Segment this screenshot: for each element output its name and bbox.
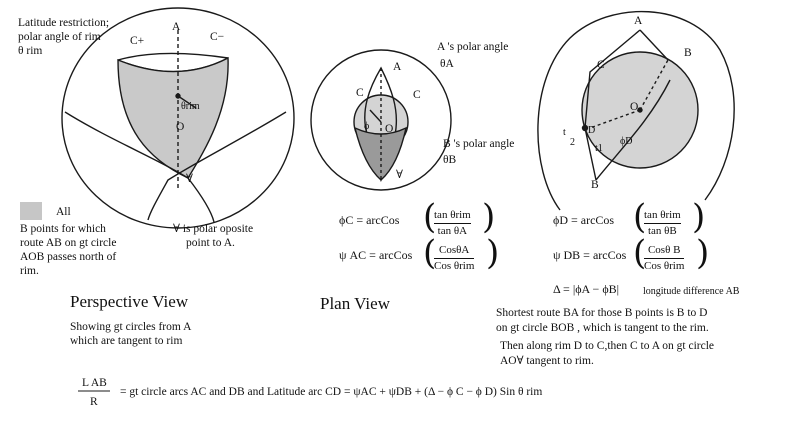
plan-label-c-left: C: [356, 87, 364, 99]
psiac-paren-r: ): [486, 233, 500, 273]
route-label-c: C: [597, 59, 605, 71]
perspective-title: Perspective View: [70, 292, 189, 311]
phic-lhs: ϕC = arcCos: [339, 213, 400, 227]
label-a-persp: A: [172, 21, 181, 33]
route-line-2: on gt circle BOB , which is tangent to t…: [496, 322, 709, 334]
point-d-dot: [581, 124, 589, 132]
legend-line-2: route AB on gt circle: [20, 237, 117, 249]
v-note-line-1: ∀ is polar oposite: [173, 223, 254, 235]
perspective-diagram: [61, 7, 295, 229]
label-theta-rim-persp: θrim: [181, 101, 200, 112]
a-polar-line-2: θA: [440, 58, 454, 70]
plan-title: Plan View: [320, 294, 390, 313]
final-equation: = gt circle arcs AC and DB and Latitude …: [120, 386, 543, 398]
final-denominator: R: [90, 396, 98, 408]
plan-label-phi: ϕ: [364, 121, 370, 132]
phic-paren-r: ): [482, 197, 496, 237]
psiac-fraction: CosθA Cos θrim: [434, 244, 475, 273]
latitude-note-line-3: θ rim: [18, 45, 43, 57]
label-c-minus: C−: [210, 31, 225, 43]
route-label-b: B: [591, 179, 599, 191]
phic-denominator: tan θA: [437, 225, 468, 237]
perspective-sphere: [61, 7, 295, 229]
phid-denominator: tan θB: [647, 225, 677, 237]
phid-fraction: tan θrim tan θB: [644, 209, 681, 238]
gt-circle-left: [64, 111, 215, 223]
route-outer-arc: [537, 10, 735, 211]
psidb-numerator: Cosθ B: [647, 244, 681, 256]
legend-swatch: [20, 202, 42, 220]
final-numerator: L AB: [82, 377, 107, 389]
psiac-paren-l: (: [423, 233, 437, 273]
delta-formula: Δ = |ϕA − ϕB|: [553, 282, 620, 296]
plan-phi-ray: [369, 109, 382, 123]
legend-line-3: AOB passes north of: [20, 251, 117, 263]
route-label-2: 2: [570, 137, 575, 148]
phid-paren-l: (: [633, 197, 647, 237]
route-center-dot: [637, 107, 643, 113]
plan-label-a: A: [393, 61, 402, 73]
rim-back-arc: [117, 52, 229, 61]
route-label-phi-d: ϕD: [620, 136, 633, 147]
legend-all: All: [56, 206, 71, 218]
a-polar-line-1: A 's polar angle: [437, 41, 509, 53]
psidb-fraction: Cosθ B Cos θrim: [644, 244, 685, 273]
v-note-line-2: point to A.: [186, 237, 235, 249]
plan-diagram: [310, 49, 452, 191]
psidb-denominator: Cos θrim: [644, 260, 685, 272]
center-o-dot: [175, 93, 181, 99]
label-c-plus: C+: [130, 35, 145, 47]
legend-line-1: B points for which: [20, 223, 106, 235]
psidb-paren-l: (: [633, 233, 647, 273]
theta-rim-ray: [177, 95, 197, 109]
route-label-b-top: B: [684, 47, 692, 59]
route-line-4: AO∀ tangent to rim.: [500, 355, 594, 367]
perspective-sub-1: Showing gt circles from A: [70, 321, 192, 333]
legend-line-4: rim.: [20, 265, 39, 277]
phic-paren-l: (: [423, 197, 437, 237]
phic-numerator: tan θrim: [434, 209, 471, 221]
b-polar-line-1: B 's polar angle: [443, 138, 515, 150]
psidb-paren-r: ): [696, 233, 710, 273]
plan-label-o: O: [385, 123, 394, 135]
psiac-lhs: ψ AC = arcCos: [339, 248, 413, 262]
perspective-sub-2: which are tangent to rim: [70, 335, 183, 347]
route-label-o: O: [630, 101, 639, 113]
route-diagram: [537, 10, 735, 211]
route-path-acdb: [584, 29, 641, 181]
psidb-lhs: ψ DB = arcCos: [553, 248, 627, 262]
gt-circle-right: [147, 111, 287, 221]
route-label-t: t: [563, 127, 566, 138]
route-line-1: Shortest route BA for those B points is …: [496, 307, 708, 319]
route-line-3: Then along rim D to C,then C to A on gt …: [500, 340, 714, 352]
delta-note: longitude difference AB: [643, 286, 740, 297]
latitude-note-line-2: polar angle of rim: [18, 31, 101, 43]
plan-outer-circle: [310, 49, 452, 191]
phid-paren-r: ): [692, 197, 706, 237]
shaded-region: [117, 56, 229, 179]
plan-label-c-right: C: [413, 89, 421, 101]
psiac-numerator: CosθA: [439, 244, 470, 256]
route-label-a: A: [634, 15, 643, 27]
route-label-d: D: [588, 125, 596, 136]
psiac-denominator: Cos θrim: [434, 260, 475, 272]
route-label-t1: t1: [595, 143, 603, 154]
b-polar-line-2: θB: [443, 154, 457, 166]
phic-fraction: tan θrim tan θA: [434, 209, 471, 238]
plan-label-v: ∀: [396, 169, 403, 181]
phid-lhs: ϕD = arcCos: [553, 213, 615, 227]
route-gt-circle-bob: [595, 79, 671, 181]
phid-numerator: tan θrim: [644, 209, 681, 221]
latitude-note-line-1: Latitude restriction;: [18, 17, 110, 29]
route-radius: [589, 109, 641, 129]
label-v-persp: ∀: [186, 173, 193, 185]
label-o-persp: O: [176, 121, 185, 133]
route-a-ray: [639, 29, 669, 61]
